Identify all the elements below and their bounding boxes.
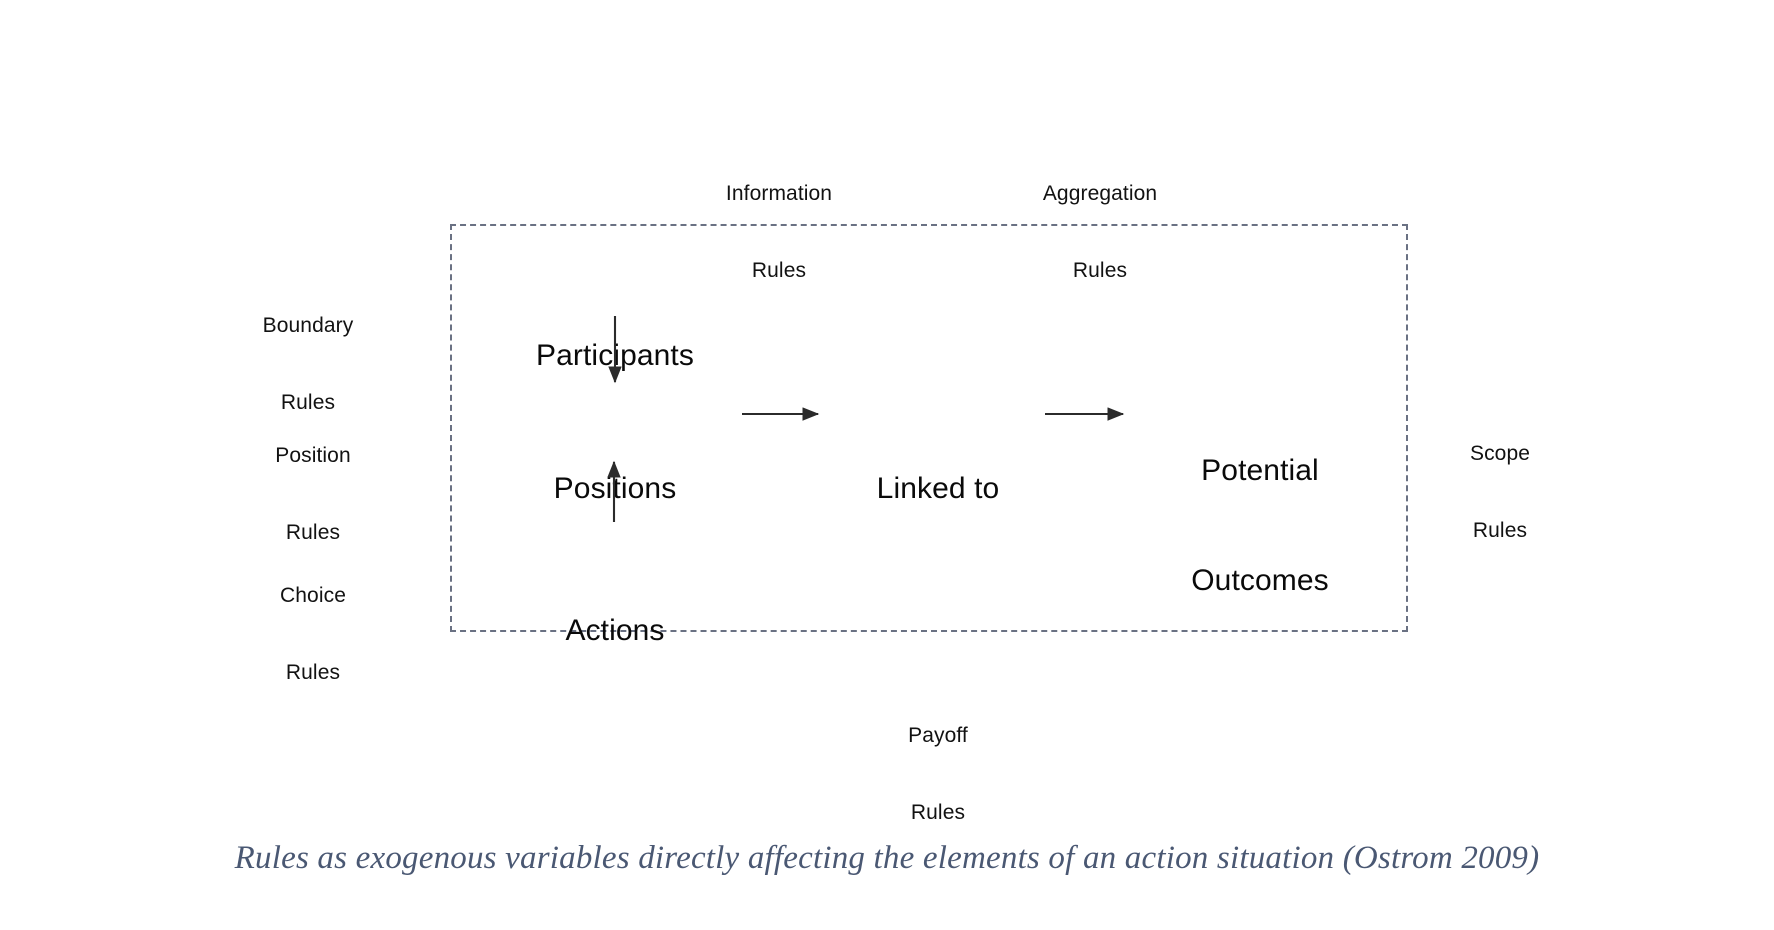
boundary-rules-line1: Boundary [262,314,354,338]
positions-label: Positions [553,472,677,506]
payoff-rules-line1: Payoff [908,724,968,748]
scope-rules-line2: Rules [1472,519,1528,543]
element-linked-to: Linked to [788,398,1088,581]
actions-label: Actions [565,614,665,648]
potential-outcomes-line1: Potential [1201,454,1319,488]
figure-caption: Rules as exogenous variables directly af… [234,840,1540,876]
potential-outcomes-line2: Outcomes [1191,563,1329,597]
information-rules-line2: Rules [751,259,807,283]
position-rules-line2: Rules [285,521,341,545]
rule-label-aggregation-rules: Aggregation Rules [1000,130,1200,335]
rule-label-payoff-rules: Payoff Rules [838,672,1038,877]
element-actions: Actions [465,540,765,723]
choice-rules-line1: Choice [280,584,346,608]
rule-label-information-rules: Information Rules [679,130,879,335]
scope-rules-line1: Scope [1469,442,1531,466]
aggregation-rules-line1: Aggregation [1042,182,1158,206]
aggregation-rules-line2: Rules [1072,259,1128,283]
rule-label-boundary-rules: Boundary Rules [208,262,408,467]
element-potential-outcomes: Potential Outcomes [1110,380,1410,673]
information-rules-line1: Information [725,182,833,206]
choice-rules-line2: Rules [285,661,341,685]
rule-label-scope-rules: Scope Rules [1400,390,1600,595]
payoff-rules-line2: Rules [910,801,966,825]
participants-label: Participants [536,339,694,373]
rule-label-position-rules: Position Rules [213,392,413,597]
action-situation-boundary [450,224,1408,632]
boundary-rules-line2: Rules [280,391,336,415]
position-rules-line1: Position [275,444,351,468]
linked-to-label: Linked to [876,472,1000,506]
rule-label-choice-rules: Choice Rules [213,532,413,737]
